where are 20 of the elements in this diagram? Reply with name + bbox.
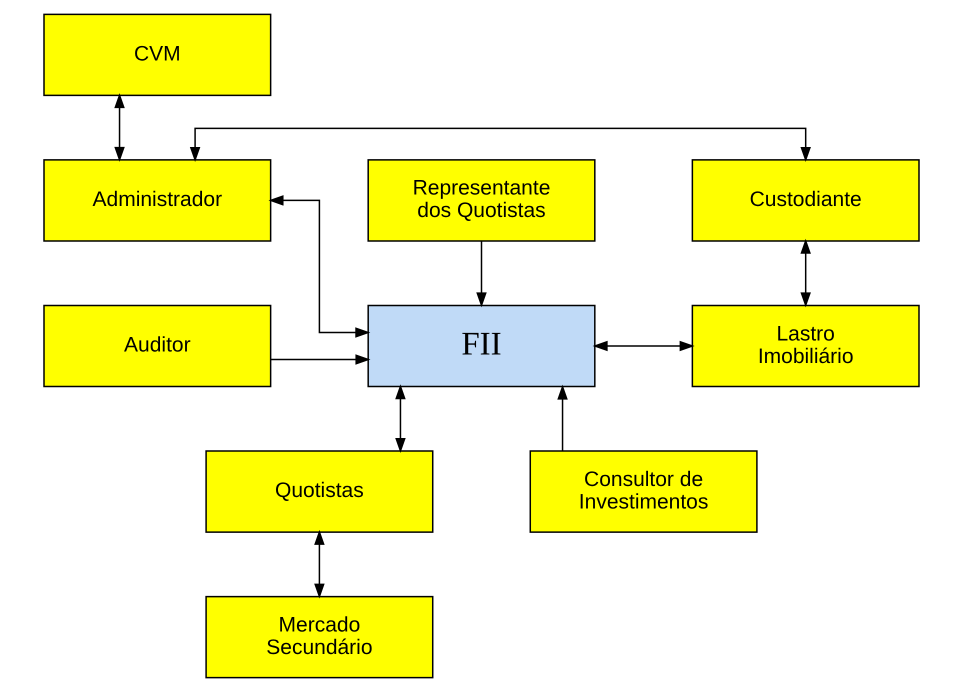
arrow (314, 530, 324, 599)
arrow (270, 354, 370, 365)
arrow (394, 384, 406, 454)
node-box: Representante dos Quotistas (366, 159, 596, 242)
node-box: FII (366, 304, 596, 388)
node-box: Quotistas (204, 450, 433, 533)
node-box: Auditor (42, 304, 271, 388)
node-box: CVM (42, 14, 271, 96)
arrow (114, 93, 124, 162)
arrow (476, 240, 486, 308)
arrow (556, 384, 568, 452)
node-box: Mercado Secundário (204, 596, 433, 678)
arrow (592, 340, 694, 352)
arrow (189, 128, 810, 162)
node-box: Administrador (42, 159, 271, 242)
arrow (268, 195, 370, 338)
arrow (800, 238, 810, 308)
node-box: Lastro Imobiliário (691, 304, 920, 388)
node-box: Custodiante (691, 159, 920, 242)
node-box: Consultor de Investimentos (529, 450, 758, 533)
